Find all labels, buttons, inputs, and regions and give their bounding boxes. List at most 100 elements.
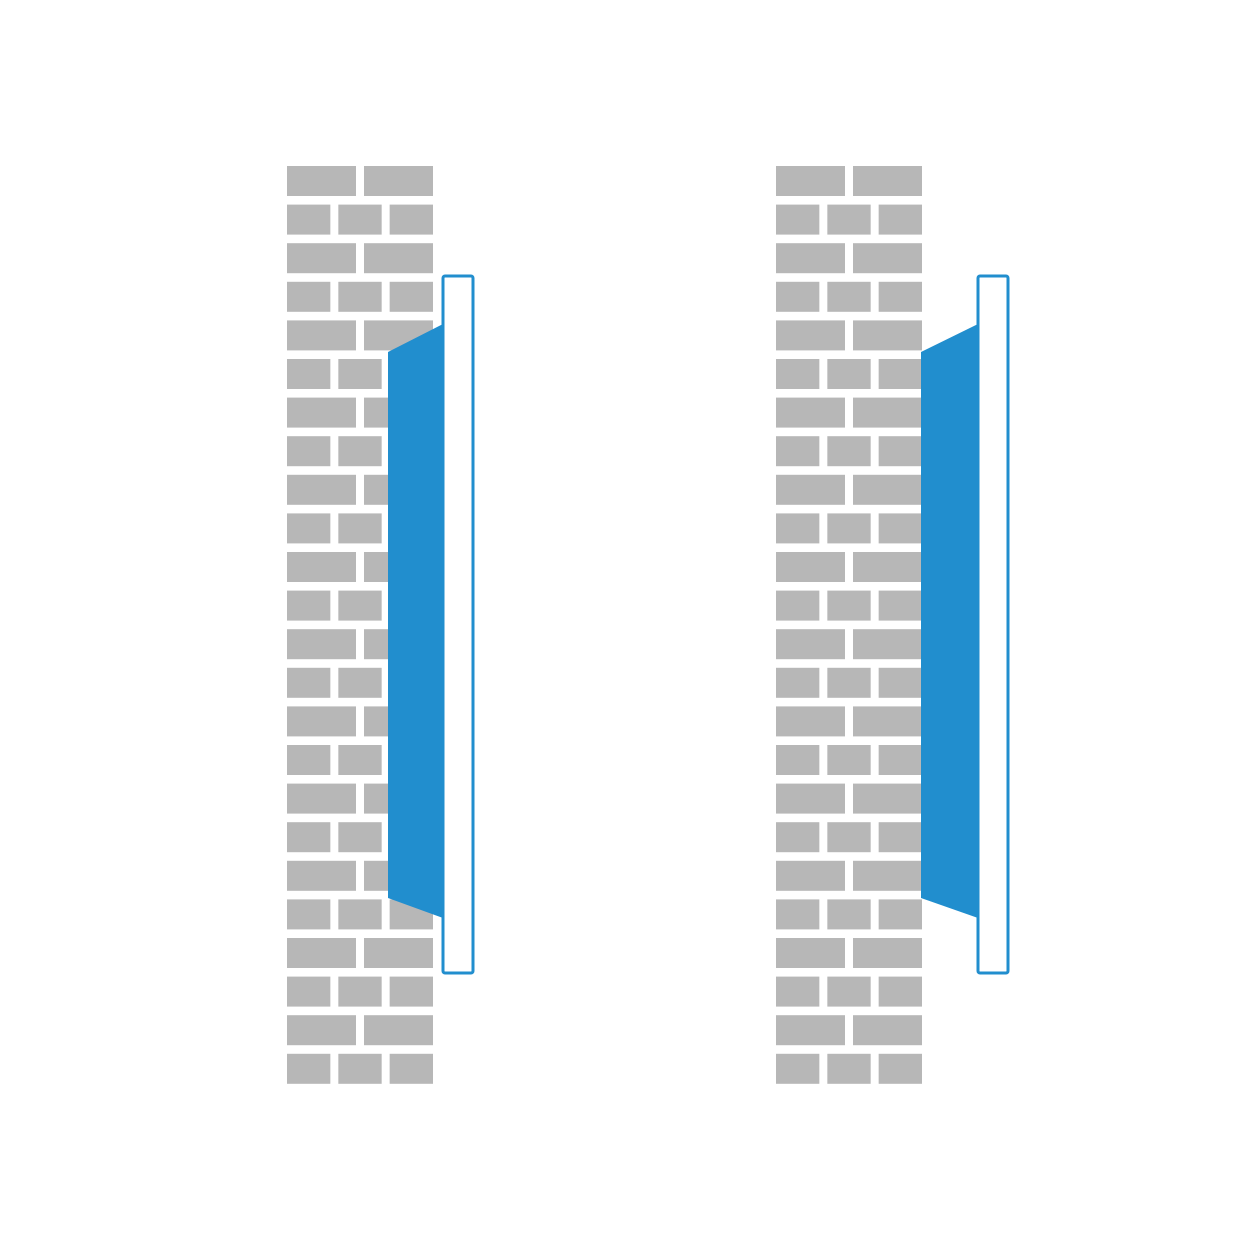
brick (389, 204, 433, 235)
brick (287, 166, 356, 196)
brick (389, 976, 433, 1007)
brick (338, 899, 382, 930)
brick (776, 397, 845, 428)
brick (853, 783, 922, 814)
brick (853, 166, 922, 196)
brick (287, 320, 356, 351)
brick (287, 397, 356, 428)
brick (338, 1053, 382, 1084)
brick (853, 243, 922, 274)
wall-mount-bracket (388, 324, 443, 918)
brick (776, 667, 820, 698)
brick (776, 706, 845, 737)
brick (776, 281, 820, 312)
brick (776, 474, 845, 505)
brick-wall (776, 166, 922, 1084)
flat-panel (441, 274, 475, 975)
brick (287, 745, 331, 775)
brick (364, 938, 433, 968)
brick (878, 590, 922, 621)
brick (287, 783, 356, 814)
brick (853, 629, 922, 660)
brick (827, 822, 871, 853)
brick (364, 166, 433, 196)
brick (878, 976, 922, 1007)
brick (776, 166, 845, 196)
brick (776, 590, 820, 621)
brick (827, 590, 871, 621)
brick (853, 552, 922, 582)
brick (364, 243, 433, 274)
brick (389, 1053, 433, 1084)
brick (776, 860, 845, 891)
brick (287, 436, 331, 467)
brick (287, 359, 331, 389)
brick (776, 359, 820, 389)
brick (776, 629, 845, 660)
brick (287, 474, 356, 505)
brick (287, 1015, 356, 1046)
brick (776, 1053, 820, 1084)
brick (878, 1053, 922, 1084)
brick (776, 976, 820, 1007)
brick (776, 552, 845, 582)
wall-mount-assembly-left (287, 166, 475, 1084)
brick (827, 667, 871, 698)
brick (338, 822, 382, 853)
brick (878, 436, 922, 467)
brick (287, 243, 356, 274)
brick (287, 629, 356, 660)
brick (338, 359, 382, 389)
brick (287, 899, 331, 930)
brick (878, 204, 922, 235)
brick (287, 976, 331, 1007)
brick (338, 667, 382, 698)
brick (827, 436, 871, 467)
brick (827, 359, 871, 389)
brick (878, 281, 922, 312)
brick (287, 590, 331, 621)
brick (853, 860, 922, 891)
brick (827, 745, 871, 775)
brick (776, 1015, 845, 1046)
brick (827, 976, 871, 1007)
brick (878, 513, 922, 544)
brick (338, 513, 382, 544)
brick (827, 281, 871, 312)
brick (878, 359, 922, 389)
brick (827, 204, 871, 235)
brick (776, 822, 820, 853)
brick (878, 667, 922, 698)
brick (776, 783, 845, 814)
brick (853, 320, 922, 351)
brick (338, 590, 382, 621)
brick (287, 204, 331, 235)
brick (389, 281, 433, 312)
wall-mount-bracket (921, 324, 978, 918)
wall-mount-assembly-right (776, 166, 1010, 1084)
brick (287, 513, 331, 544)
brick (364, 1015, 433, 1046)
brick (776, 513, 820, 544)
brick (878, 822, 922, 853)
brick (853, 397, 922, 428)
brick (287, 938, 356, 968)
brick (287, 281, 331, 312)
brick (338, 436, 382, 467)
brick (287, 1053, 331, 1084)
brick (776, 938, 845, 968)
brick (776, 320, 845, 351)
brick (853, 938, 922, 968)
brick (338, 745, 382, 775)
brick (287, 706, 356, 737)
brick (287, 552, 356, 582)
brick (338, 281, 382, 312)
brick (853, 706, 922, 737)
brick (776, 899, 820, 930)
brick (827, 513, 871, 544)
brick (287, 860, 356, 891)
brick (853, 1015, 922, 1046)
brick (287, 667, 331, 698)
